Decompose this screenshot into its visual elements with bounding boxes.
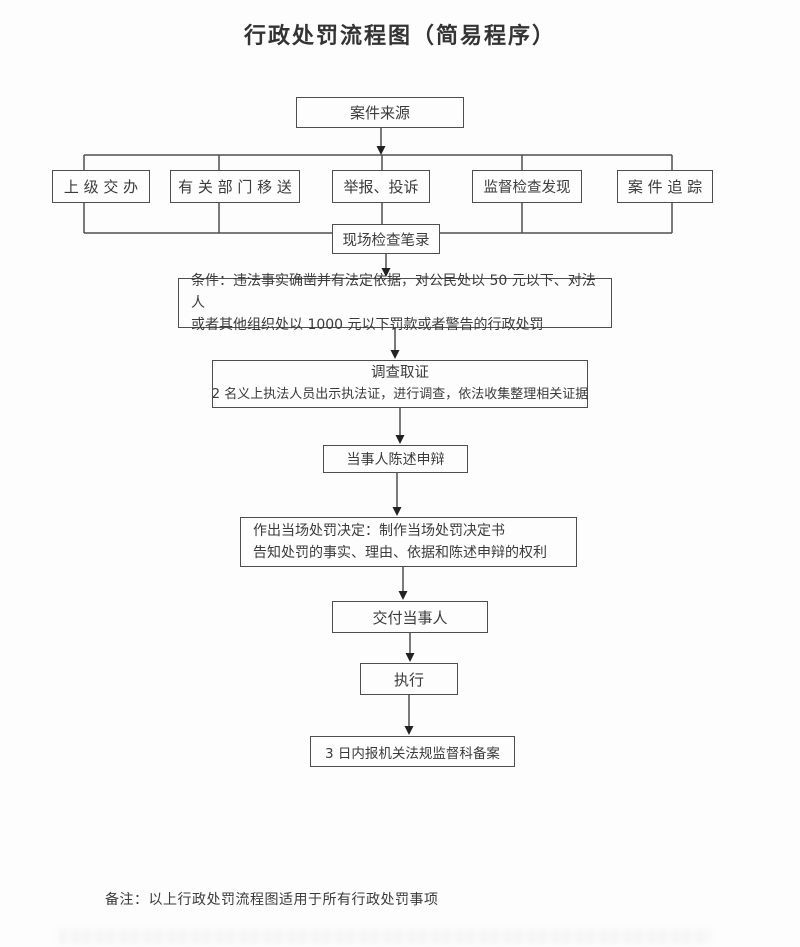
condition-line-1: 条件：违法事实确凿并有法定依据，对公民处以 50 元以下、对法人 — [191, 273, 596, 311]
page-title: 行政处罚流程图（简易程序） — [243, 24, 556, 49]
node-deliver-party: 交付当事人 — [332, 601, 488, 633]
node-source-department-transfer: 有 关 部 门 移 送 — [170, 170, 300, 203]
blurred-footer-text — [60, 929, 710, 944]
decision-line-1: 作出当场处罚决定：制作当场处罚决定书 — [253, 523, 505, 539]
node-filing-record: 3 日内报机关法规监督科备案 — [310, 736, 515, 767]
node-scene-inspection-record: 现场检查笔录 — [332, 224, 440, 254]
arrow-down-icon — [392, 507, 402, 516]
node-source-report-complaint: 举报、投诉 — [332, 170, 430, 203]
node-party-statement: 当事人陈述申辩 — [323, 445, 468, 473]
arrow-down-icon — [390, 350, 400, 359]
arrow-down-icon — [405, 653, 415, 662]
node-source-case-tracking: 案 件 追 踪 — [617, 170, 713, 203]
condition-line-2: 或者其他组织处以 1000 元以下罚款或者警告的行政处罚 — [191, 317, 544, 333]
arrow-down-icon — [398, 591, 408, 600]
arrow-down-icon — [404, 726, 414, 735]
node-case-source: 案件来源 — [296, 97, 464, 128]
arrow-down-icon — [376, 146, 386, 155]
decision-line-2: 告知处罚的事实、理由、依据和陈述申辩的权利 — [253, 545, 547, 561]
node-execution: 执行 — [360, 663, 458, 695]
node-source-supervision-inspection: 监督检查发现 — [472, 170, 582, 203]
investigation-detail: 2 名义上执法人员出示执法证，进行调查，依法收集整理相关证据 — [211, 387, 589, 402]
node-source-superior-assignment: 上 级 交 办 — [52, 170, 150, 203]
investigation-title: 调查取证 — [371, 365, 429, 381]
footnote: 备注：以上行政处罚流程图适用于所有行政处罚事项 — [105, 892, 439, 908]
node-investigation: 调查取证 2 名义上执法人员出示执法证，进行调查，依法收集整理相关证据 — [212, 360, 588, 408]
node-onsite-decision: 作出当场处罚决定：制作当场处罚决定书 告知处罚的事实、理由、依据和陈述申辩的权利 — [240, 517, 577, 567]
arrow-down-icon — [381, 268, 391, 277]
node-condition: 条件：违法事实确凿并有法定依据，对公民处以 50 元以下、对法人 或者其他组织处… — [178, 273, 612, 333]
arrow-down-icon — [395, 435, 405, 444]
